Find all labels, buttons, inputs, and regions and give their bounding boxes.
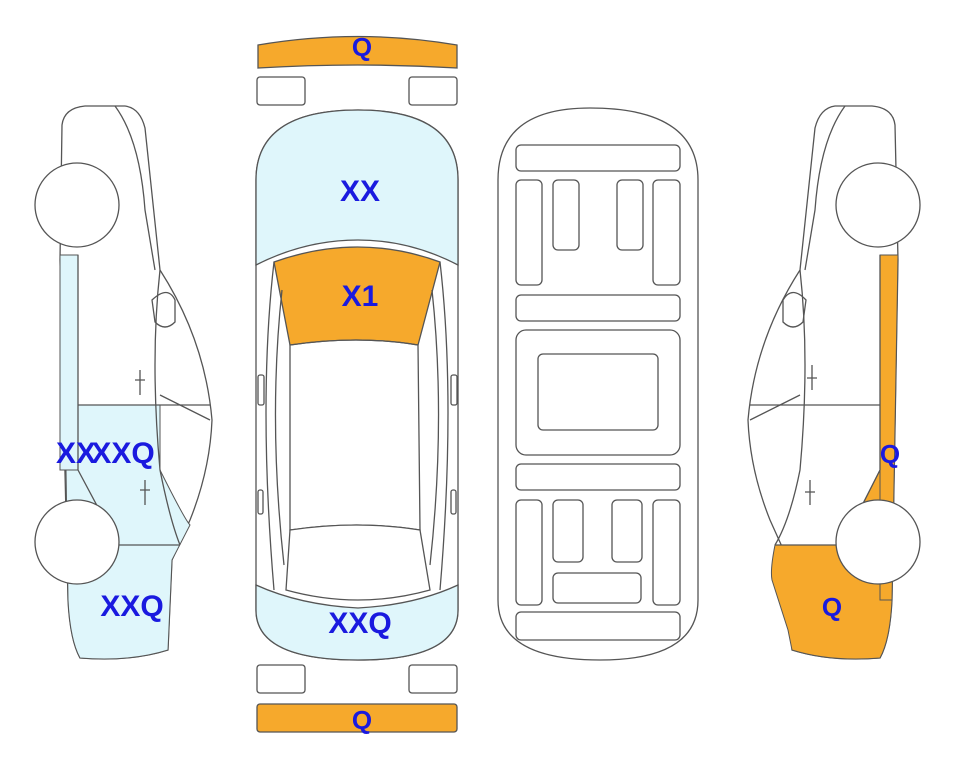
label-left-rear-quarter: XXQ bbox=[100, 590, 163, 623]
left-handle-top bbox=[257, 489, 264, 515]
right-side-glass-2 bbox=[429, 289, 440, 566]
front-left-light bbox=[256, 76, 306, 106]
left-side-glass bbox=[265, 261, 275, 591]
left-side-view bbox=[34, 105, 213, 660]
right-handle-top bbox=[450, 489, 457, 515]
right-window-line-2 bbox=[749, 394, 801, 421]
label-front-bumper: Q bbox=[352, 32, 372, 62]
left-side-glass-2 bbox=[274, 289, 285, 566]
left-mirror bbox=[151, 291, 176, 328]
hood-panel bbox=[255, 109, 459, 267]
frame-rect-9 bbox=[515, 463, 681, 491]
left-handle-rear bbox=[140, 480, 150, 505]
right-roof-line bbox=[804, 105, 846, 271]
front-right-light bbox=[408, 76, 458, 106]
left-rear-wheel bbox=[34, 499, 120, 585]
label-rear-bumper: Q bbox=[352, 705, 372, 735]
label-left-rocker-a: XX bbox=[56, 437, 96, 470]
frame-rect-11 bbox=[552, 499, 584, 563]
frame-rect-6 bbox=[515, 294, 681, 322]
frame-rect-7 bbox=[515, 329, 681, 456]
left-mirror-top bbox=[257, 374, 265, 406]
right-mirror-top bbox=[450, 374, 458, 406]
front-bumper-panel bbox=[257, 35, 458, 69]
frame-rect-8 bbox=[537, 353, 659, 431]
right-rear-wheel bbox=[835, 499, 921, 585]
label-rear-window: XXQ bbox=[328, 607, 391, 640]
label-windshield: X1 bbox=[342, 280, 379, 313]
frame-rect-12 bbox=[611, 499, 643, 563]
right-side-view bbox=[747, 105, 921, 660]
top-view bbox=[255, 35, 459, 733]
frame-rect-10 bbox=[515, 499, 543, 606]
frame-rect-15 bbox=[515, 611, 681, 641]
damage-labels: Q XX X1 XXQ Q XX XXQ XXQ Q Q bbox=[56, 32, 900, 735]
right-handle-front bbox=[807, 365, 817, 390]
right-handle-rear bbox=[805, 480, 815, 505]
left-lower-door-damage bbox=[65, 404, 191, 660]
frame-rect-5 bbox=[652, 179, 681, 286]
right-side-glass bbox=[439, 261, 449, 591]
label-left-rocker-b: XXQ bbox=[91, 437, 154, 470]
right-front-wheel bbox=[835, 162, 921, 248]
rear-left-light bbox=[256, 664, 306, 694]
left-window-line-2 bbox=[159, 394, 211, 421]
frame-rect-3 bbox=[552, 179, 580, 251]
left-window-line bbox=[154, 269, 181, 546]
label-hood: XX bbox=[340, 175, 380, 208]
frame-rect-1 bbox=[515, 144, 681, 172]
rear-trunk-panel bbox=[255, 583, 459, 661]
label-right-rear-quarter: Q bbox=[822, 592, 842, 622]
frame-rect-4 bbox=[616, 179, 644, 251]
underside-outline bbox=[497, 107, 699, 661]
left-handle-front bbox=[135, 370, 145, 395]
label-right-rocker: Q bbox=[880, 439, 900, 469]
frame-rect-14 bbox=[552, 572, 642, 604]
left-roof-line bbox=[114, 105, 156, 271]
rear-right-light bbox=[408, 664, 458, 694]
right-mirror bbox=[782, 291, 807, 328]
rear-bumper-panel bbox=[256, 703, 458, 733]
underside-view bbox=[497, 107, 699, 661]
frame-rect-2 bbox=[515, 179, 543, 286]
frame-rect-13 bbox=[652, 499, 681, 606]
left-front-wheel bbox=[34, 162, 120, 248]
rear-glass bbox=[285, 524, 431, 601]
